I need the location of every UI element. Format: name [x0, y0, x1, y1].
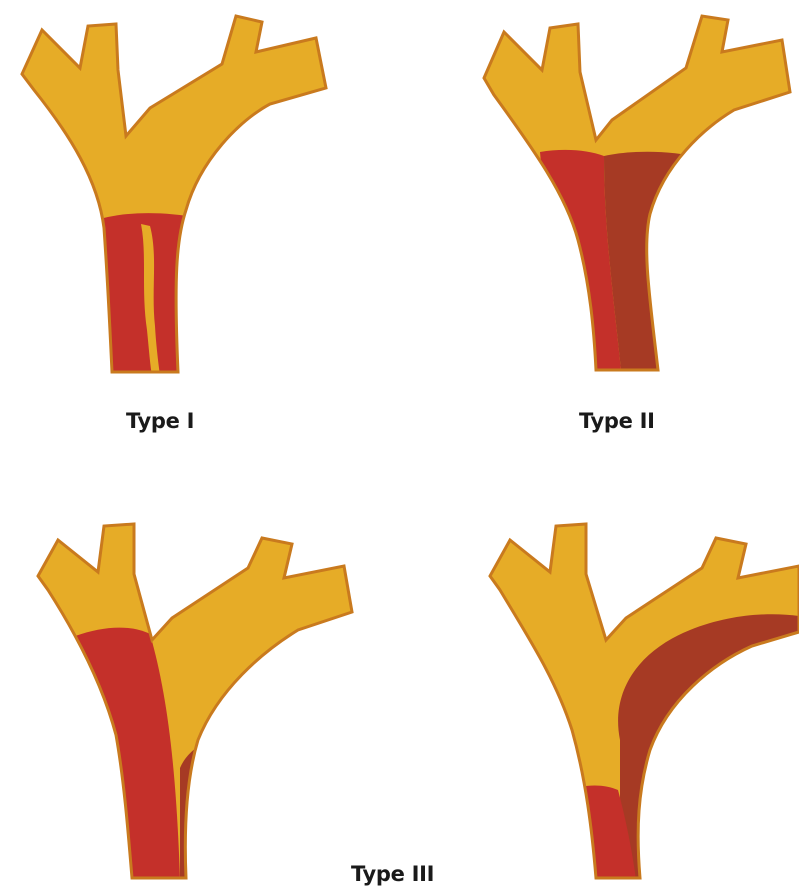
- vessel-type-3: [38, 524, 352, 880]
- label-type-1: Type I: [126, 409, 194, 433]
- label-type-3: Type III: [351, 862, 434, 886]
- label-type-2: Type II: [579, 409, 655, 433]
- vessel-type-3-variant: [490, 524, 799, 880]
- vessel-type-1: [22, 16, 326, 380]
- vessel-type-2: [484, 16, 790, 380]
